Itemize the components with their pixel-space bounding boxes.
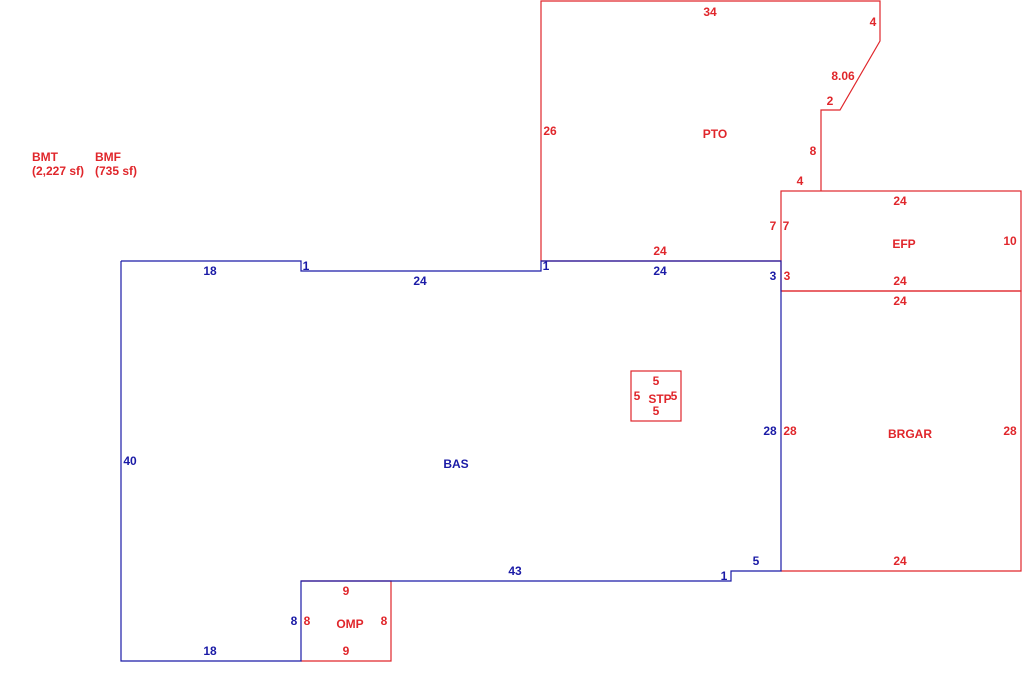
dim-bas-right: 28 <box>763 424 777 438</box>
dim-efp-top: 24 <box>893 194 907 208</box>
area-label-brgar: BRGAR <box>888 427 932 441</box>
brgar-outline <box>781 290 1022 572</box>
area-label-bas: BAS <box>443 457 468 471</box>
legend-bmt-area: (2,227 sf) <box>32 164 84 178</box>
dim-omp-left-blue: 8 <box>291 614 298 628</box>
dim-efp-right: 10 <box>1003 234 1017 248</box>
dim-bas-jog-2: 1 <box>543 259 550 273</box>
bas-outline <box>120 260 782 662</box>
dim-pto-right-top: 4 <box>870 15 877 29</box>
dim-omp-top: 9 <box>343 584 350 598</box>
area-label-pto: PTO <box>703 127 727 141</box>
legend-bmf-area: (735 sf) <box>95 164 137 178</box>
dim-efp-bottom: 24 <box>893 274 907 288</box>
area-label-omp: OMP <box>336 617 363 631</box>
dim-stp-left: 5 <box>634 389 641 403</box>
dim-bas-top-right: 24 <box>653 264 667 278</box>
dim-bas-top-left: 18 <box>203 264 217 278</box>
dim-bas-jog-1: 1 <box>303 259 310 273</box>
dim-efp-left-outer: 7 <box>770 219 777 233</box>
dim-efp-left-red-low: 3 <box>784 269 791 283</box>
dim-bas-left: 40 <box>123 454 137 468</box>
dim-omp-left-red: 8 <box>304 614 311 628</box>
dim-bas-bottom-left: 18 <box>203 644 217 658</box>
dim-stp-bottom: 5 <box>653 404 660 418</box>
dim-pto-jog: 4 <box>797 174 804 188</box>
dim-efp-left-blue: 3 <box>770 269 777 283</box>
dim-brgar-right: 28 <box>1003 424 1017 438</box>
dim-bas-bottom: 43 <box>508 564 522 578</box>
dim-pto-left: 26 <box>543 124 557 138</box>
dim-pto-right-low: 8 <box>810 144 817 158</box>
dim-bas-step-jog: 1 <box>721 569 728 583</box>
dim-brgar-bottom: 24 <box>893 554 907 568</box>
area-label-stp: STP <box>648 392 671 406</box>
dim-bas-top-mid: 24 <box>413 274 427 288</box>
dim-pto-step: 2 <box>827 94 834 108</box>
dim-stp-right: 5 <box>671 389 678 403</box>
dim-pto-diag: 8.06 <box>831 69 855 83</box>
pto-outline <box>540 0 881 261</box>
dim-pto-bottom: 24 <box>653 244 667 258</box>
dim-omp-bottom: 9 <box>343 644 350 658</box>
dim-brgar-left: 28 <box>783 424 797 438</box>
dim-brgar-top: 24 <box>893 294 907 308</box>
dim-efp-left-inner: 7 <box>783 219 790 233</box>
area-label-efp: EFP <box>892 237 915 251</box>
dim-pto-top: 34 <box>703 5 717 19</box>
stp-outline <box>630 370 682 422</box>
dim-bas-step: 5 <box>753 554 760 568</box>
dim-stp-top: 5 <box>653 374 660 388</box>
legend-bmt-code: BMT <box>32 150 59 164</box>
dim-omp-right: 8 <box>381 614 388 628</box>
legend-bmf-code: BMF <box>95 150 121 164</box>
